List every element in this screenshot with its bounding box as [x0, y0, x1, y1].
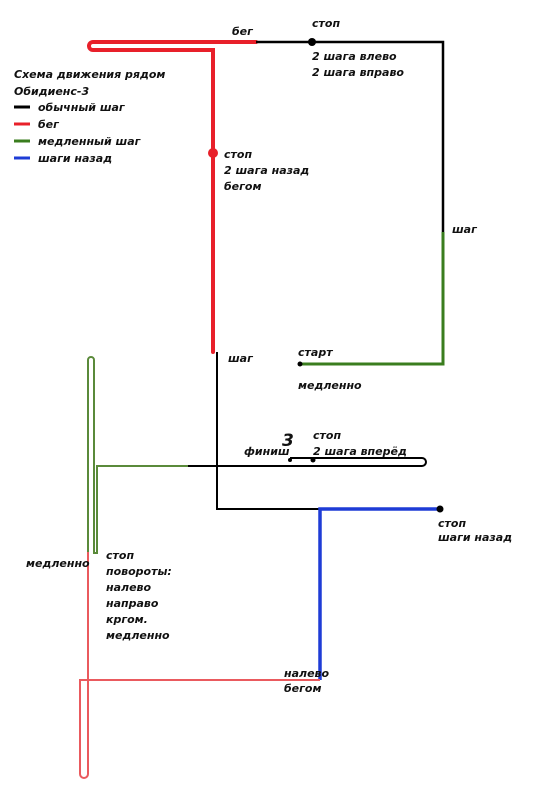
label-stop-back: стоп	[438, 517, 466, 530]
legend-subtitle: Обидиенс-3	[14, 85, 89, 98]
walk-path-top	[256, 40, 445, 232]
legend-item-walk: обычный шаг	[38, 101, 126, 114]
stop-point-back	[436, 505, 444, 513]
finish-point	[288, 458, 292, 462]
stop-point-middle	[208, 148, 218, 158]
run-path-top	[87, 40, 258, 354]
stop-point-top	[308, 38, 316, 46]
label-exercise-number: 3	[282, 431, 294, 451]
label-stop-forward-steps: 2 шага вперёд	[313, 445, 407, 458]
start-point	[297, 361, 303, 367]
slow-path-right	[300, 232, 445, 366]
label-turns-stop: стоп	[106, 549, 134, 562]
label-turns-right: направо	[106, 597, 159, 610]
label-left-run: налево	[284, 667, 330, 680]
legend-title: Схема движения рядом	[14, 68, 165, 81]
slow-path-left	[87, 356, 188, 554]
label-run-top: бег	[232, 25, 254, 38]
legend-item-slow: медленный шаг	[38, 135, 142, 148]
label-stop-forward: стоп	[313, 429, 341, 442]
label-turns-about: кргом.	[106, 613, 148, 626]
walk-path-finish	[188, 457, 427, 467]
label-stop-back-steps: шаги назад	[438, 531, 512, 544]
label-turns-title: повороты:	[106, 565, 172, 578]
label-stop-top-right: 2 шага вправо	[312, 66, 404, 79]
label-turns-left: налево	[106, 581, 152, 594]
label-walk-right: шаг	[452, 223, 478, 236]
label-stop-top: стоп	[312, 17, 340, 30]
label-start: старт	[298, 346, 333, 359]
label-stop-middle-back: 2 шага назад	[224, 164, 309, 177]
run-path-bottom	[79, 552, 320, 779]
back-steps-path	[318, 507, 440, 680]
label-start-slow: медленно	[298, 379, 362, 392]
label-stop-middle-run: бегом	[224, 180, 261, 193]
label-walk-middle: шаг	[228, 352, 254, 365]
label-stop-middle: стоп	[224, 148, 252, 161]
legend-item-run: бег	[38, 118, 60, 131]
label-finish: финиш	[244, 445, 290, 458]
stop-forward-point	[310, 457, 316, 463]
legend-item-back: шаги назад	[38, 152, 112, 165]
legend: Схема движения рядом Обидиенс-3 обычный …	[14, 68, 165, 165]
label-turns-slow: медленно	[106, 629, 170, 642]
label-stop-top-left: 2 шага влево	[312, 50, 397, 63]
label-slow-left: медленно	[26, 557, 90, 570]
label-left-run-run: бегом	[284, 682, 321, 695]
